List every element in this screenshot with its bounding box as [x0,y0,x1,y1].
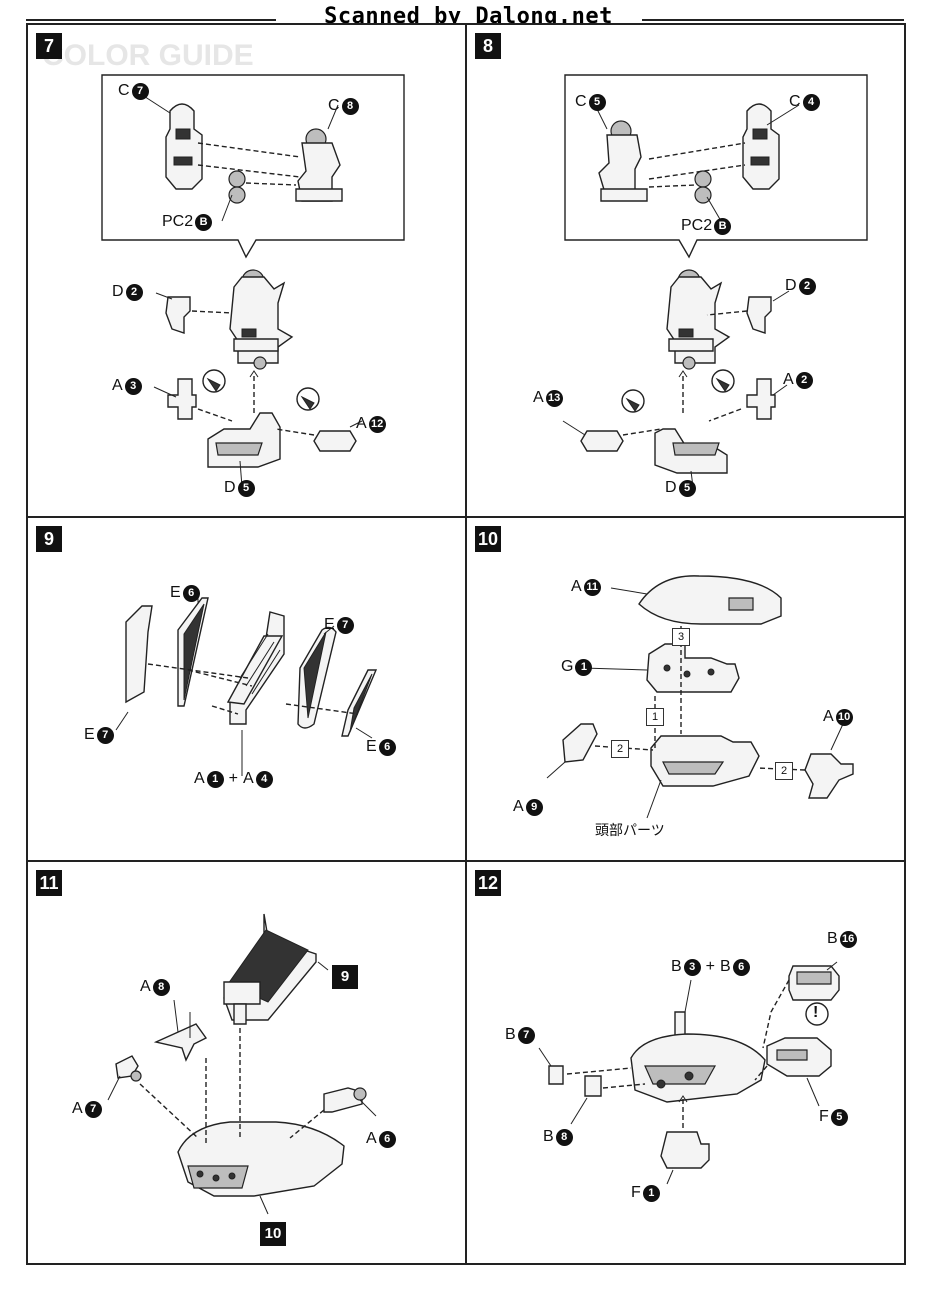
part-f5 [766,1037,832,1077]
part-a6 [323,1087,367,1113]
part-e7-left [125,605,153,704]
part-ref-9 [223,913,317,1025]
part-a11 [638,575,782,625]
assembled-arm [229,269,294,370]
step-12-number: 12 [475,870,502,896]
order-step-3: 3 [672,628,690,646]
attention-mark-text: ! [813,1004,819,1021]
part-c4 [742,103,780,190]
step-10-number: 10 [475,526,502,552]
assembled-arm [666,269,731,370]
part-a3 [167,378,197,420]
step-9-illustration [115,592,378,776]
order-step-2-left: 2 [611,740,629,758]
step-11-number: 11 [36,870,62,896]
ghost-color-guide-text: COLOR GUIDE [42,39,254,72]
part-g1 [646,643,740,693]
ref-step-9: 9 [332,965,358,989]
watermark-line-right [642,19,904,21]
step-7-panel: COLOR GUIDE 7 [26,23,467,518]
part-a7 [115,1055,142,1082]
step-10-illustration [546,575,854,819]
part-f1 [660,1131,710,1169]
part-b16 [788,965,840,1001]
part-c5 [598,120,648,202]
step-7-illustration [101,74,405,488]
part-e7-right [297,626,337,729]
part-b7 [548,1065,564,1085]
step-11-illustration [107,913,377,1215]
part-head-base [650,735,760,787]
step-8-number: 8 [475,33,501,59]
order-step-1: 1 [646,708,664,726]
part-a9 [562,723,598,763]
part-b3-b6-head [630,1011,766,1103]
step-7-number: 7 [36,33,62,59]
part-a12 [313,430,357,452]
part-pc2b [228,170,246,204]
step-12-illustration [538,961,840,1185]
part-d5 [207,412,281,468]
order-step-2-right: 2 [775,762,793,780]
part-e6-left [177,597,209,707]
part-b8 [584,1075,602,1097]
part-a1-a4 [226,611,285,725]
attention-mark [805,1002,829,1026]
part-d5 [654,428,728,474]
part-a13 [580,430,624,452]
part-a2 [746,378,776,420]
step-8-illustration [562,74,868,488]
part-a10 [804,753,854,799]
part-c8 [295,128,343,202]
ref-step-10: 10 [260,1222,286,1246]
part-pc2b [694,170,712,204]
part-a8 [153,1012,208,1062]
part-d2 [746,296,772,334]
part-e6-right [341,669,378,737]
step-8-panel: 8 [465,23,906,518]
part-ref-10 [177,1121,345,1197]
head-parts-label: 頭部パーツ [595,822,665,838]
part-d2 [165,296,191,334]
watermark-line-left [26,19,276,21]
step-9-number: 9 [36,526,62,552]
part-c7 [165,103,203,190]
